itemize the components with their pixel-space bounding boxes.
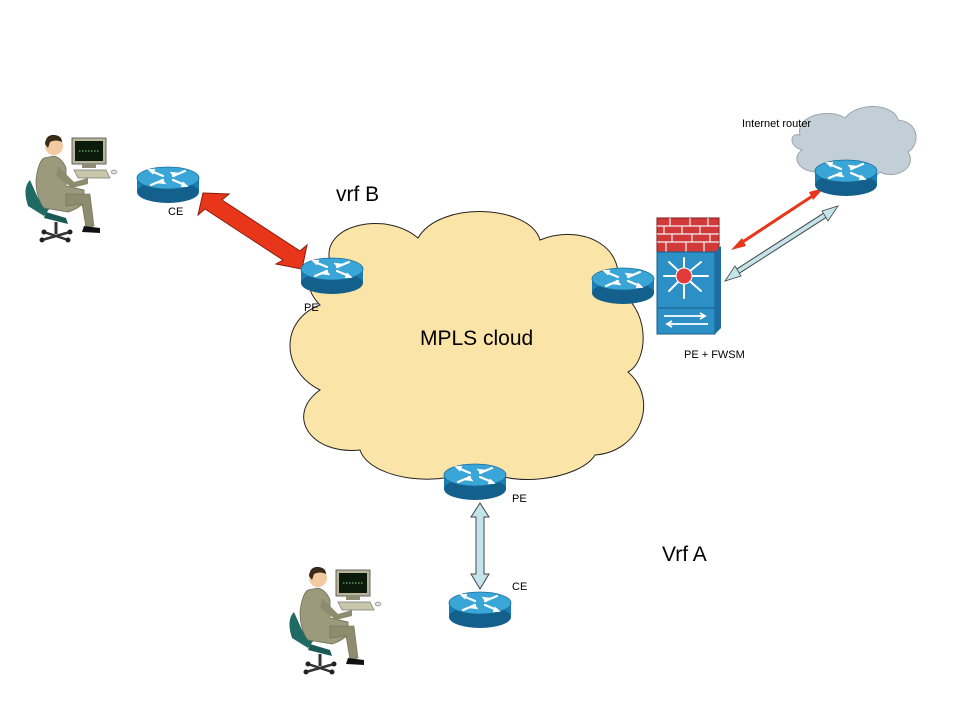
user-workstation-top-icon [23,133,119,244]
user-workstation-bottom-icon [287,565,383,676]
ce-bottom-router-icon [447,590,513,630]
pe-fwsm-router-icon [590,266,656,306]
ce-top-router-icon [135,165,201,205]
vrf-a-link-arrow [470,502,490,590]
firewall-icon [656,217,720,253]
pe-left-label: PE [304,302,319,314]
mpls-cloud-label: MPLS cloud [420,327,534,350]
ce-bottom-label: CE [512,581,528,593]
ce-top-label: CE [168,206,184,218]
vrf-b-link-arrow [197,192,308,270]
internet-router-label: Internet router [742,118,812,130]
internet-router-icon [813,158,879,198]
vrf-b-label: vrf B [336,183,380,206]
pe-left-router-icon [299,256,365,296]
mpls-cloud [289,211,645,480]
pe-bottom-label: PE [512,493,527,505]
multilayer-switch-icon [656,246,721,335]
internet-red-link-arrow [731,188,824,250]
internet-blue-link-arrow [724,205,839,282]
pe-fwsm-label: PE + FWSM [684,349,745,361]
vrf-a-label: Vrf A [662,543,707,566]
pe-bottom-router-icon [442,462,508,502]
